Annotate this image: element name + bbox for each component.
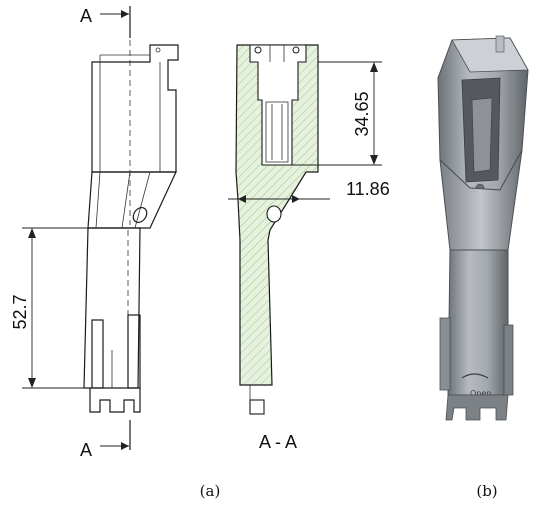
taper-edge-mid [121, 171, 131, 229]
dim-arrow-width-left [238, 195, 246, 203]
dim-label-width: 11.86 [346, 179, 390, 199]
taper-edge-right [134, 171, 151, 229]
dim-arrow-upper-up [370, 62, 378, 72]
render-3d: Open [437, 35, 529, 421]
dim-arrow-down [28, 378, 36, 388]
section-hole-right [292, 46, 300, 54]
render-engraving: Open [470, 389, 491, 398]
section-hole-left [254, 46, 262, 54]
caption-b: (b) [476, 482, 497, 500]
section-title: A - A [259, 432, 297, 452]
side-view: A 52.7 A [10, 6, 179, 460]
section-bottom-tab [249, 399, 265, 415]
dim-label-upper: 34.65 [352, 91, 372, 136]
taper-edge-left [95, 171, 101, 229]
side-hole [132, 206, 148, 224]
render-post [495, 35, 505, 53]
caption-a: (a) [200, 482, 221, 500]
dim-arrow-width-right [292, 195, 300, 203]
pin-hole [155, 47, 161, 53]
render-top-face [451, 37, 529, 73]
dim-arrow-upper-down [370, 155, 378, 165]
cavity-channel [265, 101, 289, 163]
render-inner-rib [471, 97, 493, 173]
render-arrow-glyph [461, 373, 489, 379]
section-mark-bottom: A [80, 440, 92, 460]
taper-outline [87, 171, 177, 229]
dim-arrow-up [28, 228, 36, 238]
section-side-hole [266, 205, 282, 223]
section-arrowhead-top [121, 10, 129, 18]
render-latch-right [503, 324, 514, 396]
section-mark-top: A [80, 6, 92, 26]
render-tube [447, 249, 509, 396]
upper-body-outline [91, 44, 179, 173]
render-feet [445, 394, 509, 421]
latch-left [91, 319, 104, 389]
latch-right [127, 314, 141, 389]
bottom-feet [89, 388, 141, 413]
section-arrowhead-bottom [121, 442, 129, 450]
dim-label-lower: 52.7 [10, 294, 30, 329]
render-latch-left [439, 317, 451, 391]
section-view: 34.65 11.86 A - A [228, 44, 390, 452]
